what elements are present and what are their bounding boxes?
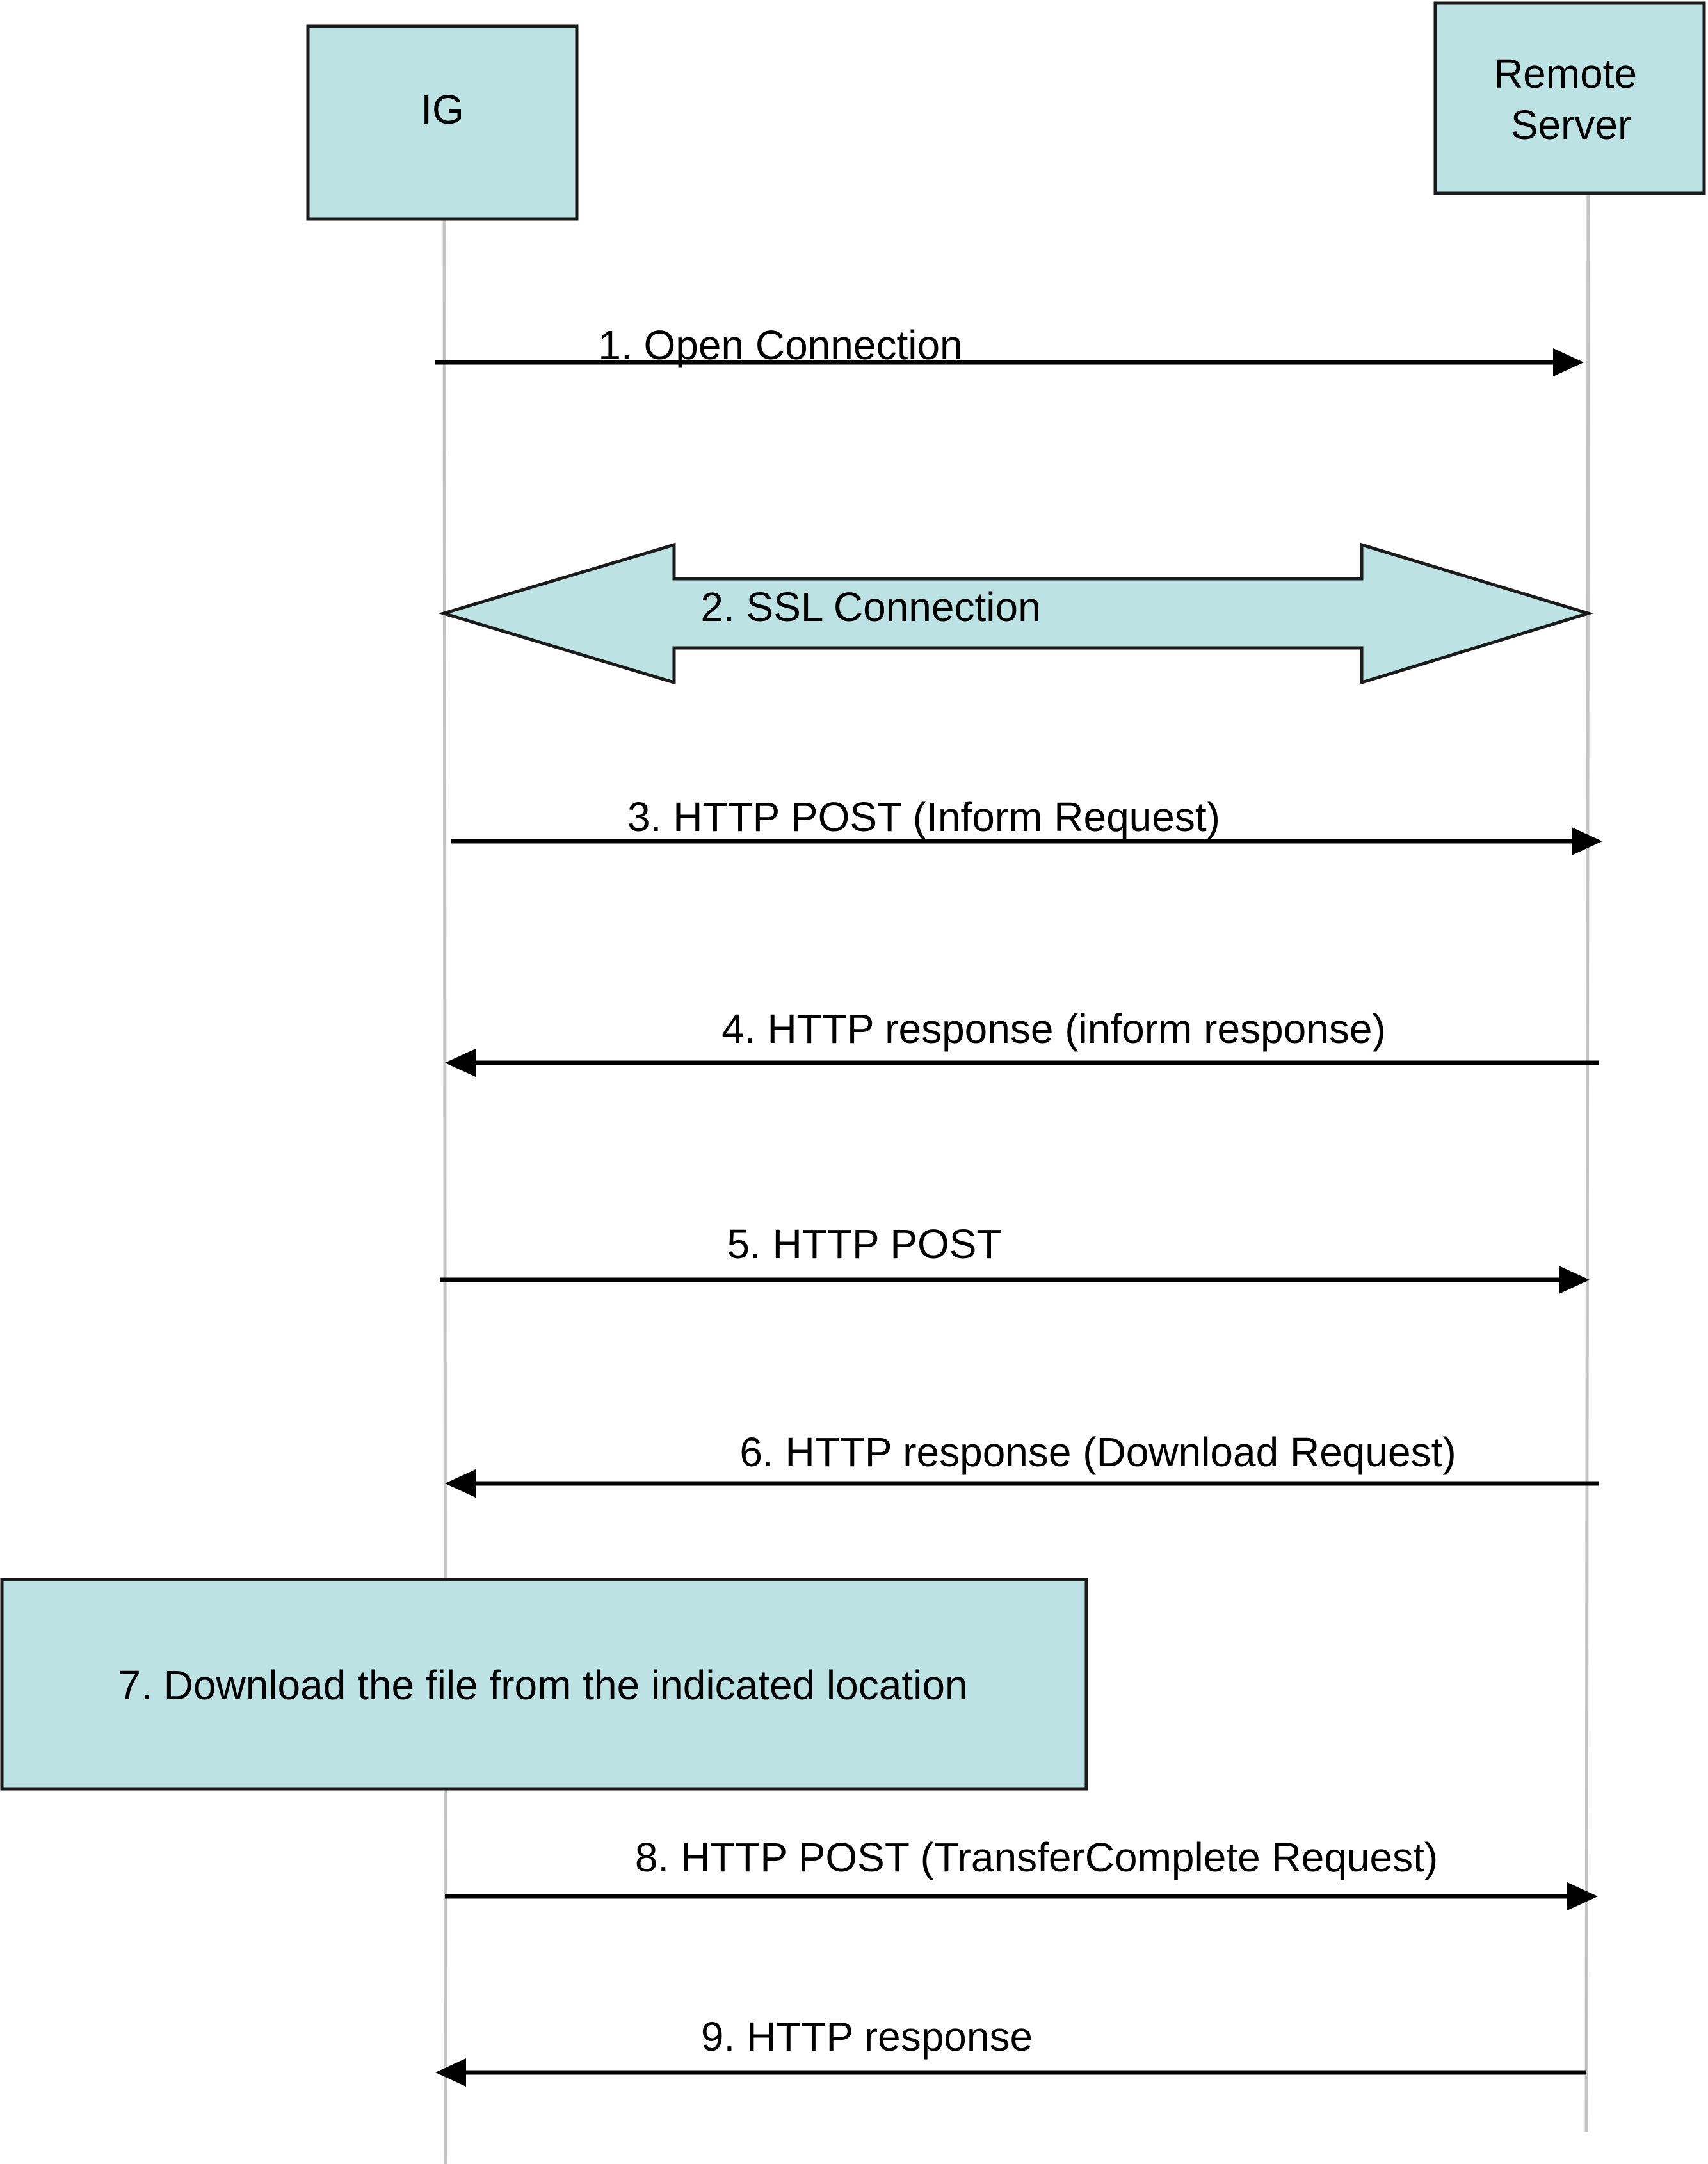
download-action-box [0, 1578, 1088, 1791]
message-5-label: 5. HTTP POST [727, 1221, 1001, 1267]
message-4: 4. HTTP response (inform response) [445, 1006, 1599, 1077]
participant-ig-label: IG [421, 86, 464, 133]
participant-ig: IG [306, 24, 579, 221]
message-4-arrowhead [445, 1049, 476, 1077]
message-4-label: 4. HTTP response (inform response) [721, 1006, 1385, 1052]
message-1: 1. Open Connection [435, 322, 1584, 376]
message-9-label: 9. HTTP response [701, 2014, 1033, 2060]
participant-remote-server: Remote Server [1433, 1, 1706, 195]
message-3-arrowhead [1572, 827, 1602, 855]
participant-remote-server-label-line1: Remote [1494, 51, 1637, 97]
message-6: 6. HTTP response (Download Request) [445, 1429, 1599, 1498]
message-9: 9. HTTP response [435, 2014, 1586, 2087]
ssl-connection-double-arrow [438, 542, 1594, 685]
message-7-label: 7. Download the file from the indicated … [118, 1662, 968, 1708]
message-6-label: 6. HTTP response (Download Request) [739, 1429, 1456, 1475]
message-8-label: 8. HTTP POST (TransferComplete Request) [635, 1834, 1438, 1880]
message-3-label: 3. HTTP POST (Inform Request) [627, 794, 1220, 840]
message-2-label: 2. SSL Connection [700, 584, 1040, 630]
message-5-arrowhead [1559, 1266, 1590, 1294]
participant-remote-server-label-line2: Server [1511, 102, 1632, 148]
message-8: 8. HTTP POST (TransferComplete Request) [445, 1834, 1598, 1910]
message-1-label: 1. Open Connection [598, 322, 962, 368]
message-3: 3. HTTP POST (Inform Request) [451, 794, 1602, 855]
remote-server-lifeline [1584, 147, 1590, 2133]
participant-remote-server-box [1433, 1, 1706, 195]
message-1-arrowhead [1553, 348, 1584, 376]
message-9-arrowhead [435, 2058, 466, 2087]
message-5: 5. HTTP POST [440, 1221, 1590, 1294]
message-7: 7. Download the file from the indicated … [0, 1578, 1088, 1791]
ig-lifeline [442, 218, 447, 2164]
message-8-arrowhead [1567, 1882, 1598, 1910]
message-6-arrowhead [445, 1469, 476, 1498]
message-2: 2. SSL Connection [438, 542, 1594, 685]
participant-ig-box [306, 24, 579, 221]
